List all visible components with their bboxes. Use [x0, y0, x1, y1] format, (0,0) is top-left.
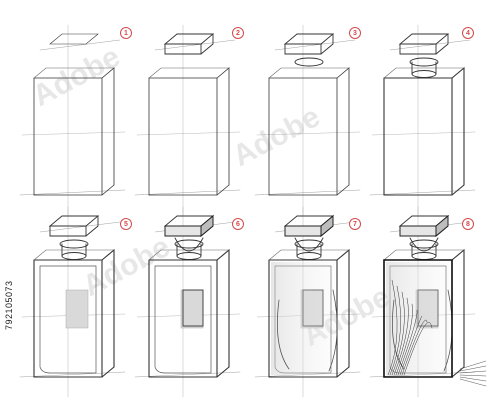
- stock-id-label: 792105073: [4, 280, 14, 330]
- sketch-step-6: [134, 206, 241, 398]
- sketch-step-5: [19, 206, 126, 398]
- sketch-step-7: [254, 206, 361, 398]
- step-number-badge: 7: [349, 218, 361, 230]
- sketch-step-2: [134, 24, 241, 216]
- step-number-badge: 2: [232, 27, 244, 39]
- sketch-step-1: [19, 24, 126, 216]
- step-number-badge: 3: [349, 27, 361, 39]
- step-number-badge: 5: [120, 218, 132, 230]
- step-number-badge: 1: [120, 27, 132, 39]
- sketch-step-4: [369, 24, 476, 216]
- sketch-step-3: [254, 24, 361, 216]
- sketch-step-8: [369, 206, 487, 398]
- step-number-badge: 8: [462, 218, 474, 230]
- step-number-badge: 4: [462, 27, 474, 39]
- step-number-badge: 6: [232, 218, 244, 230]
